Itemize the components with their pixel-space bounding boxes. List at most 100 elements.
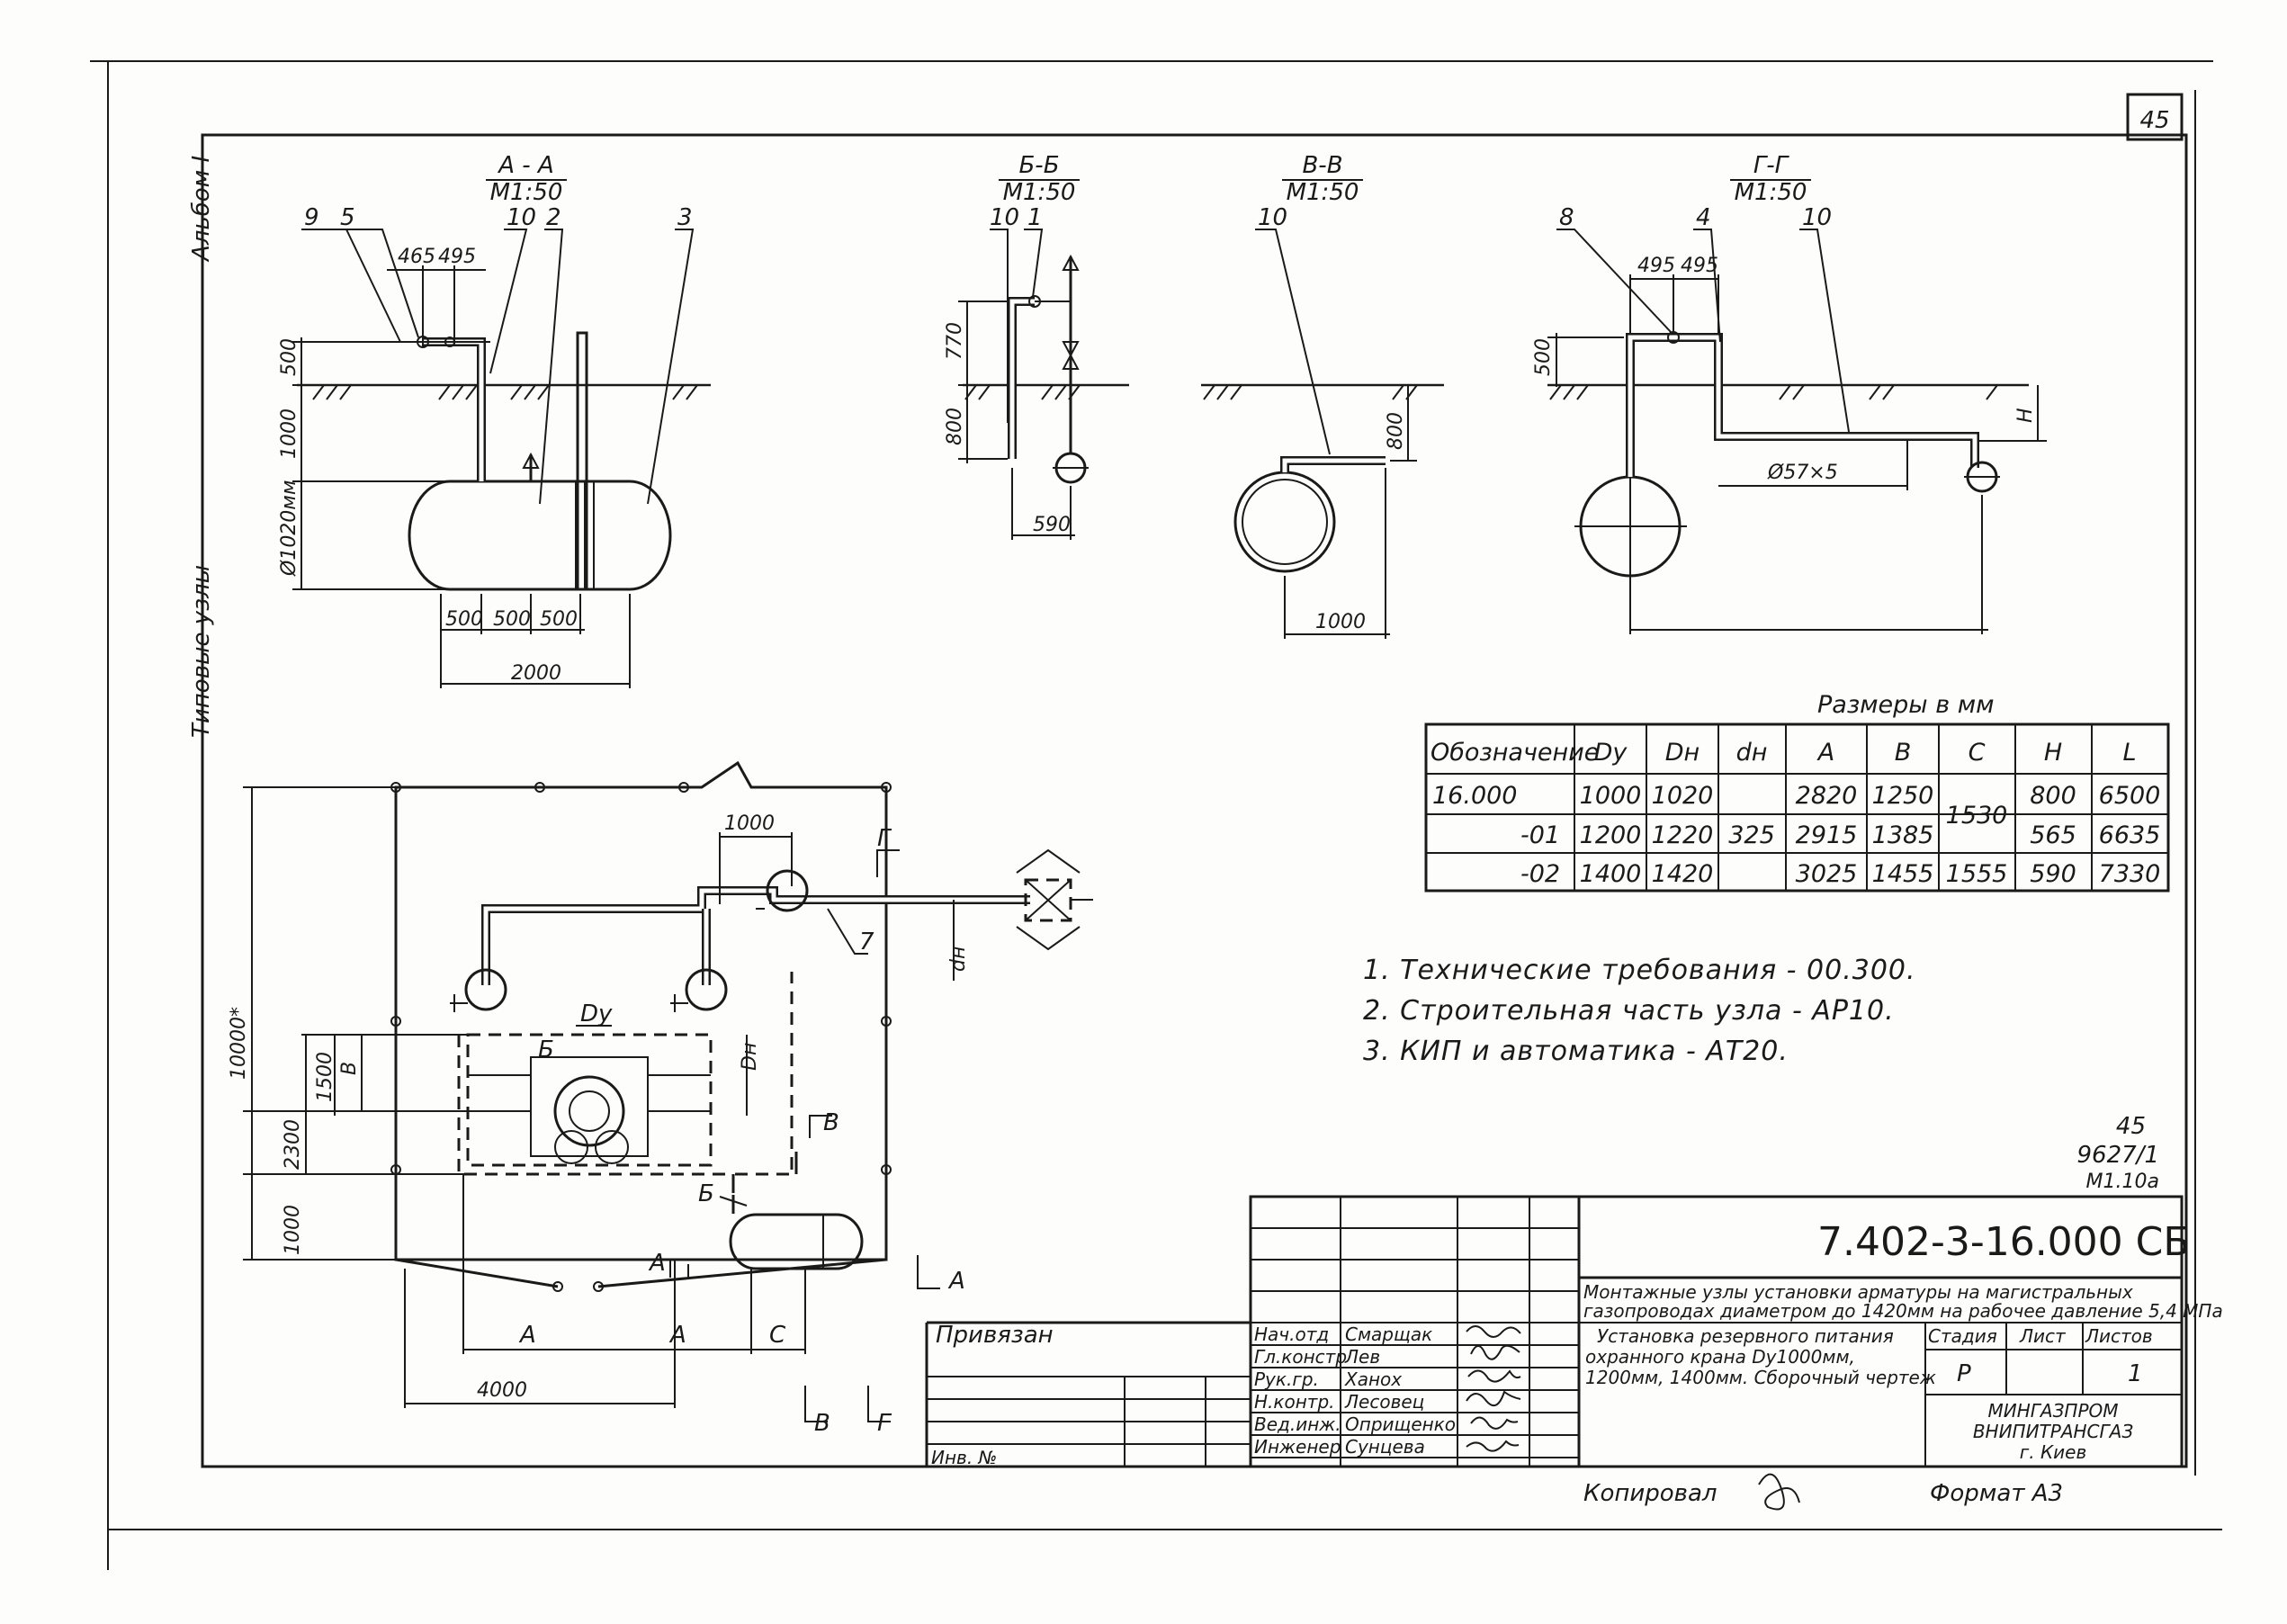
plan-dim-a2: А — [668, 1322, 686, 1349]
ref-code: 9627/1 — [2077, 1142, 2159, 1169]
desc-line-1: Монтажные узлы установки арматуры на маг… — [1583, 1281, 2133, 1303]
th-dn-small: dн — [1736, 739, 1768, 767]
plan-dim-a1: А — [518, 1322, 536, 1349]
note-1: 1. Технические требования - 00.300. — [1363, 955, 1916, 986]
row1-dy: 1000 — [1580, 782, 1642, 810]
section-aa-scale: М1:50 — [490, 179, 563, 206]
row3-h: 590 — [2030, 860, 2076, 888]
row3-dy: 1400 — [1580, 860, 1642, 888]
privyazan-label: Привязан — [936, 1322, 1054, 1349]
bb-dim-770: 770 — [944, 322, 966, 360]
ref-number: 45 — [2116, 1113, 2146, 1140]
row2-dy: 1200 — [1580, 821, 1642, 849]
copier-signature-mark — [1758, 1473, 1800, 1511]
staff-name: Ханох — [1344, 1368, 1402, 1390]
section-vv: В-В М1:50 10 800 1000 — [1201, 152, 1444, 639]
signature-mark — [1466, 1390, 1521, 1407]
plan-dim-4000: 4000 — [477, 1379, 527, 1402]
row2-name: -01 — [1520, 821, 1560, 849]
gg-dim-pipe: Ø57×5 — [1767, 462, 1838, 484]
section-gg-scale: М1:50 — [1735, 179, 1807, 206]
row1-dn: 1020 — [1652, 782, 1714, 810]
row3-c: 1555 — [1946, 860, 2008, 888]
table-row: -01 1200 1220 2915 1385 565 6635 — [1520, 821, 2160, 849]
note-3: 3. КИП и автоматика - АТ20. — [1363, 1036, 1789, 1067]
row2-l: 6635 — [2099, 821, 2161, 849]
bb-label-1: 1 — [1027, 204, 1043, 231]
desc-line-2: газопроводах диаметром до 1420мм на рабо… — [1583, 1300, 2223, 1322]
page-number: 45 — [2139, 107, 2169, 134]
staff-name: Лев — [1344, 1346, 1380, 1368]
plan-dim-1000-top: 1000 — [724, 812, 775, 835]
row3-dn: 1420 — [1652, 860, 1714, 888]
row1-name: 16.000 — [1432, 782, 1517, 810]
title-block: 7.402-3-16.000 СБ Монтажные узлы установ… — [925, 1195, 2223, 1468]
row2-a: 2915 — [1796, 821, 1858, 849]
table-c-shared: 1530 — [1946, 802, 2008, 830]
side-album-label: Альбом I — [188, 156, 215, 263]
th-a: А — [1816, 739, 1834, 767]
aa-dim-dia: Ø1020мм — [278, 480, 300, 578]
th-designation: Обозначение — [1430, 739, 1599, 767]
plan-label-g-bottom: Г — [877, 1410, 892, 1437]
staff-name: Оприщенко — [1345, 1413, 1456, 1435]
gg-dim-500: 500 — [1532, 338, 1555, 376]
row1-l: 6500 — [2099, 782, 2161, 810]
gg-dim-495a: 495 — [1637, 255, 1675, 277]
row3-name: -02 — [1520, 860, 1560, 888]
aa-dim-500a: 500 — [445, 608, 483, 631]
gg-label-8: 8 — [1559, 204, 1574, 231]
name-line-2: охранного крана Dу1000мм, — [1585, 1346, 1855, 1368]
signature-mark — [1467, 1369, 1521, 1383]
sheets-value: 1 — [2128, 1360, 2143, 1387]
plan-dim-10000: 10000* — [228, 1007, 250, 1080]
staff-role: Рук.гр. — [1254, 1368, 1319, 1390]
plan-dim-1500: 1500 — [314, 1052, 336, 1102]
plan-dim-1000-left: 1000 — [282, 1205, 304, 1255]
sheets-header: Листов — [2085, 1325, 2153, 1347]
aa-dim-1000v: 1000 — [278, 408, 300, 459]
vv-dim-800: 800 — [1385, 412, 1407, 450]
section-aa: А - А М1:50 9 5 10 2 3 465 — [278, 152, 711, 688]
th-c: С — [1969, 739, 1986, 767]
bb-dim-590: 590 — [1033, 514, 1071, 536]
staff-role: Н.контр. — [1254, 1391, 1335, 1413]
row3-a: 3025 — [1796, 860, 1858, 888]
row3-b: 1455 — [1872, 860, 1934, 888]
plan-label-v-bottom: В — [814, 1410, 830, 1437]
name-line-3: 1200мм, 1400мм. Сборочный чертеж — [1585, 1367, 1936, 1388]
gg-dim-495b: 495 — [1681, 255, 1718, 277]
staff-name: Сунцева — [1345, 1436, 1425, 1458]
plan-label-g-top: Г — [877, 825, 892, 852]
staff-name: Лесовец — [1344, 1391, 1424, 1413]
signature-mark — [1466, 1325, 1521, 1338]
section-bb-title: Б-Б — [1018, 152, 1059, 179]
plan-label-7: 7 — [859, 929, 874, 956]
staff-role: Вед.инж. — [1254, 1413, 1341, 1435]
plan-label-v-right: В — [823, 1109, 839, 1136]
th-h: Н — [2044, 739, 2062, 767]
plan-dim-c: С — [769, 1322, 786, 1349]
staff-name: Смарщак — [1345, 1323, 1432, 1345]
row1-a: 2820 — [1796, 782, 1858, 810]
row1-h: 800 — [2030, 782, 2076, 810]
staff-role: Нач.отд — [1254, 1323, 1329, 1345]
section-bb: Б-Б М1:50 10 1 770 800 590 — [944, 152, 1129, 540]
ref-sub: М1.10а — [2086, 1171, 2159, 1193]
aa-dim-500v: 500 — [278, 338, 300, 376]
row2-dn: 1220 — [1652, 821, 1714, 849]
inv-label: Инв. № — [931, 1447, 997, 1468]
note-2: 2. Строительная часть узла - АР10. — [1363, 995, 1895, 1027]
plan-label-b-inner: Б — [538, 1036, 554, 1063]
table-header-row: Обозначение Dy Dн dн А В С Н L — [1430, 739, 2137, 767]
name-line-1: Установка резервного питания — [1597, 1325, 1894, 1347]
plan-label-dn-small: dн — [947, 947, 970, 972]
section-vv-scale: М1:50 — [1287, 179, 1359, 206]
stage-header: Стадия — [1928, 1325, 1997, 1347]
aa-label-3: 3 — [677, 204, 693, 231]
plan-label-dn: Dн — [739, 1043, 761, 1071]
org-line-3: г. Киев — [2020, 1441, 2087, 1463]
section-gg-title: Г-Г — [1753, 152, 1790, 179]
